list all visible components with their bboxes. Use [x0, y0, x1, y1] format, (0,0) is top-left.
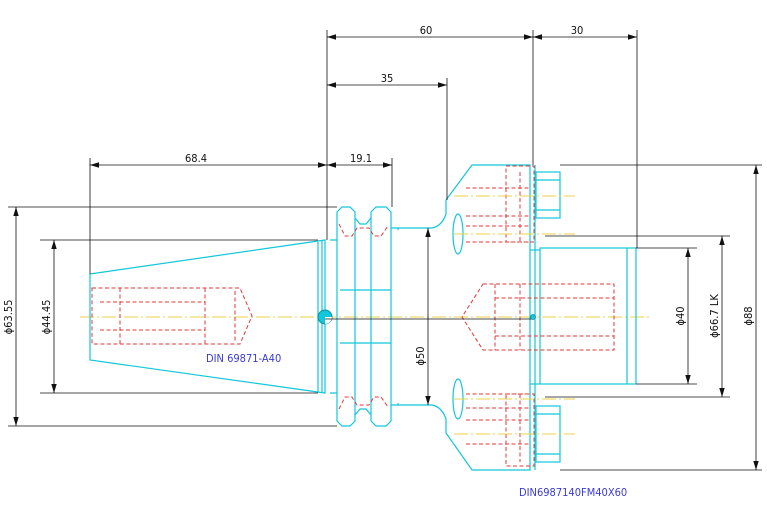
bolt-bottom — [466, 393, 561, 467]
origin-marker-quadrant — [325, 317, 332, 324]
taper-spec-label: DIN 69871-A40 — [206, 352, 281, 365]
dim-label-19-1: 19.1 — [350, 152, 372, 165]
dim-label-68-4: 68.4 — [185, 152, 207, 165]
dim-label-dia88: ϕ88 — [742, 306, 755, 325]
taper-hidden-bore — [91, 287, 253, 345]
dim-label-60: 60 — [420, 24, 433, 37]
head-body — [445, 164, 540, 471]
bolt-centerlines — [454, 195, 575, 435]
axis-end-point — [530, 314, 536, 320]
head-hidden-bore — [461, 283, 615, 351]
pilot-cylinder — [539, 247, 637, 385]
dim-label-dia50: ϕ50 — [414, 346, 427, 365]
taper-shank — [89, 239, 326, 394]
neck-section — [398, 200, 447, 433]
bolt-top — [466, 165, 561, 243]
dim-label-dia63-55: ϕ63.55 — [2, 300, 15, 335]
extension-lines — [8, 30, 762, 471]
dim-label-dia44-45: ϕ44.45 — [40, 300, 53, 335]
dim-label-35: 35 — [381, 72, 394, 85]
dimension-lines — [13, 34, 759, 470]
head-side-holes — [452, 213, 464, 420]
collar-flange — [330, 206, 399, 427]
dim-label-dia40: ϕ40 — [674, 306, 687, 325]
flange-spec-label: DIN6987140FM40X60 — [519, 486, 627, 499]
dim-label-dia66-7: ϕ66.7 LK — [708, 294, 721, 338]
dim-label-30: 30 — [571, 24, 584, 37]
collar-hidden-groove — [338, 223, 389, 410]
